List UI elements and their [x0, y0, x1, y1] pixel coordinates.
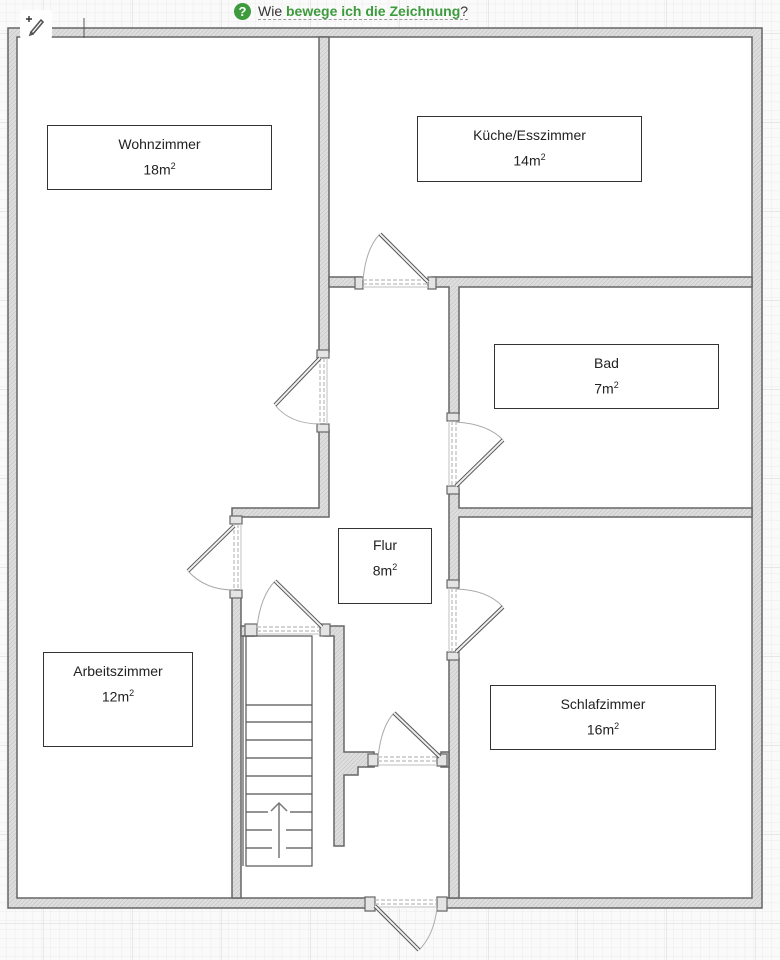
- wall-arbeitszimmer-east: [231, 593, 242, 899]
- room-label-bad[interactable]: Bad 7m2: [494, 344, 719, 409]
- door-kueche[interactable]: [354, 232, 437, 290]
- wall-schlaf-west: [448, 657, 460, 899]
- room-label-wohnzimmer[interactable]: Wohnzimmer 18m2: [47, 125, 272, 190]
- room-label-schlafzimmer[interactable]: Schlafzimmer 16m2: [490, 685, 716, 750]
- door-wohnzimmer[interactable]: [273, 349, 330, 433]
- stair-direction-arrow-icon: [270, 801, 288, 858]
- room-name: Bad: [594, 355, 619, 371]
- wall-wohnzimmer-east-upper: [318, 36, 330, 353]
- door-schlafzimmer[interactable]: [446, 579, 505, 661]
- room-area: 14m2: [513, 152, 546, 169]
- magic-pen-icon: [26, 16, 45, 37]
- question-circle-icon: ?: [234, 2, 251, 20]
- room-area: 12m2: [101, 688, 135, 705]
- room-name: Flur: [372, 537, 398, 553]
- door-stair[interactable]: [244, 579, 331, 637]
- door-flur-inner[interactable]: [367, 711, 448, 767]
- help-hint[interactable]: ? Wie bewege ich die Zeichnung?: [234, 0, 469, 22]
- wall-stair-east: [323, 625, 375, 847]
- room-name: Wohnzimmer: [118, 136, 201, 152]
- room-area: 16m2: [586, 721, 620, 738]
- help-text[interactable]: Wie bewege ich die Zeichnung?: [258, 2, 469, 20]
- door-entrance[interactable]: [364, 896, 448, 952]
- door-bad[interactable]: [446, 412, 505, 495]
- room-label-kueche[interactable]: Küche/Esszimmer 14m2: [417, 116, 642, 182]
- room-name: Schlafzimmer: [560, 696, 646, 712]
- room-label-arbeitszimmer[interactable]: Arbeitszimmer 12m2: [43, 652, 193, 747]
- doors: [186, 232, 505, 952]
- room-area: 8m2: [372, 562, 398, 579]
- magic-pen-button[interactable]: [20, 10, 52, 40]
- staircase[interactable]: [242, 635, 313, 867]
- room-area: 7m2: [594, 380, 619, 397]
- stair-outline: [245, 635, 313, 867]
- door-arbeitszimmer[interactable]: [186, 515, 243, 599]
- help-link[interactable]: bewege ich die Zeichnung: [286, 2, 461, 19]
- room-name: Arbeitszimmer: [73, 663, 163, 679]
- room-name: Küche/Esszimmer: [473, 127, 586, 143]
- room-label-flur[interactable]: Flur 8m2: [338, 528, 432, 604]
- room-area: 18m2: [143, 161, 176, 178]
